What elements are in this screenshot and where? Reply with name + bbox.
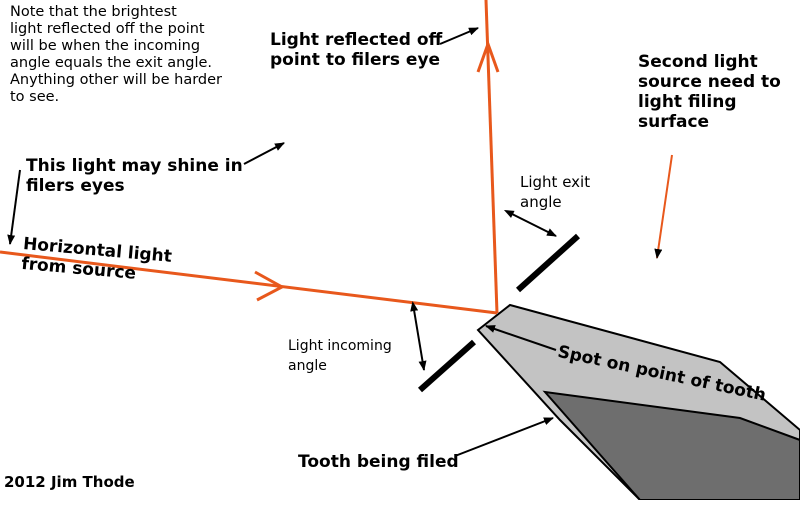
spot-pointer-arrow (485, 325, 557, 351)
incoming-angle-bar (418, 339, 476, 393)
shine-down-arrow (7, 169, 21, 245)
shine-label: This light may shine in filers eyes (26, 156, 243, 196)
second-light-arrow (654, 154, 673, 259)
reflected-ray-arrowhead (476, 39, 500, 73)
note-text: Note that the brightest light reflected … (10, 4, 222, 105)
tooth-pointer-arrow (454, 417, 554, 457)
incoming-angle-label: Light incoming angle (288, 338, 392, 374)
incoming-ray-arrowhead (254, 270, 286, 302)
exit-angle-arrow (503, 209, 557, 237)
tooth-label: Tooth being filed (298, 452, 459, 472)
exit-angle-bar (515, 233, 581, 293)
reflected-light-label: Light reflected off point to filers eye (270, 30, 443, 70)
tooth (476, 303, 800, 501)
shine-pointer-arrow (243, 142, 285, 165)
reflected-light-ray (484, 0, 499, 314)
incoming-angle-arrow (410, 301, 427, 371)
tooth-lower-face (542, 390, 800, 501)
reflected-pointer-arrow (439, 27, 479, 45)
second-light-label: Second light source need to light filing… (638, 52, 781, 132)
copyright-label: 2012 Jim Thode (4, 473, 135, 491)
exit-angle-label: Light exit angle (520, 173, 591, 211)
